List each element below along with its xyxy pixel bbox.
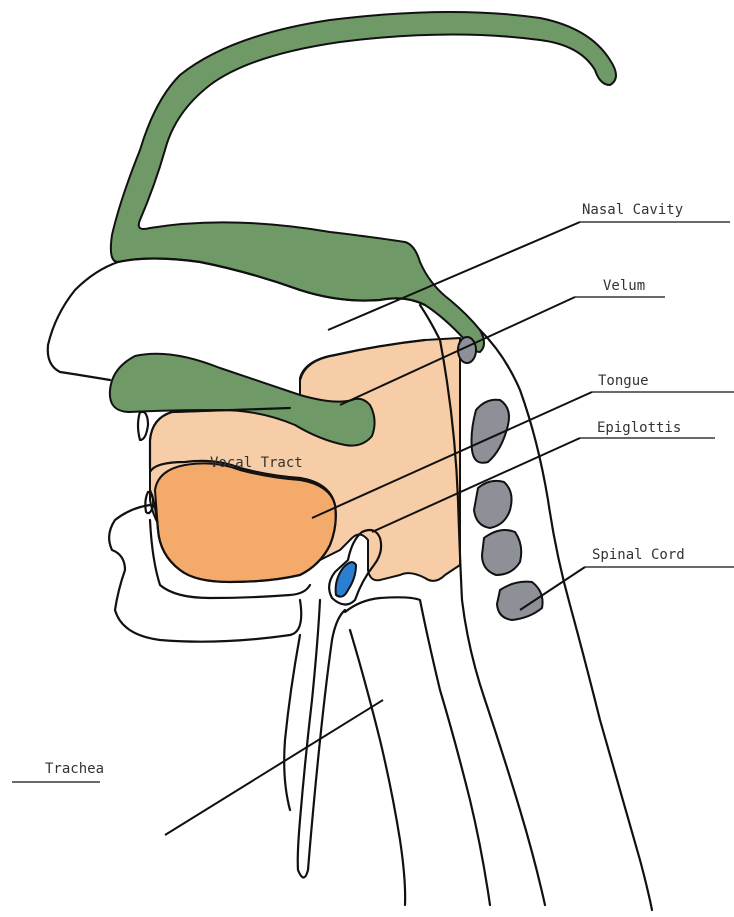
label-velum: Velum	[603, 278, 645, 294]
vertebra-c3	[474, 481, 512, 528]
label-vocal-tract: Vocal Tract	[210, 455, 303, 471]
label-tongue: Tongue	[598, 373, 649, 389]
upper-tooth	[138, 412, 148, 440]
tongue-shape	[155, 463, 336, 582]
vertebra-c4	[482, 530, 521, 575]
label-epiglottis: Epiglottis	[597, 420, 681, 436]
face-outline-upper	[48, 262, 118, 380]
vertebra-c5	[497, 582, 543, 620]
esophagus-wall	[350, 630, 405, 905]
label-trachea: Trachea	[45, 761, 104, 777]
trachea-leader	[165, 700, 383, 835]
label-spinal-cord: Spinal Cord	[592, 547, 685, 563]
neck-front-outline	[284, 635, 300, 810]
label-nasal-cavity: Nasal Cavity	[582, 202, 683, 218]
